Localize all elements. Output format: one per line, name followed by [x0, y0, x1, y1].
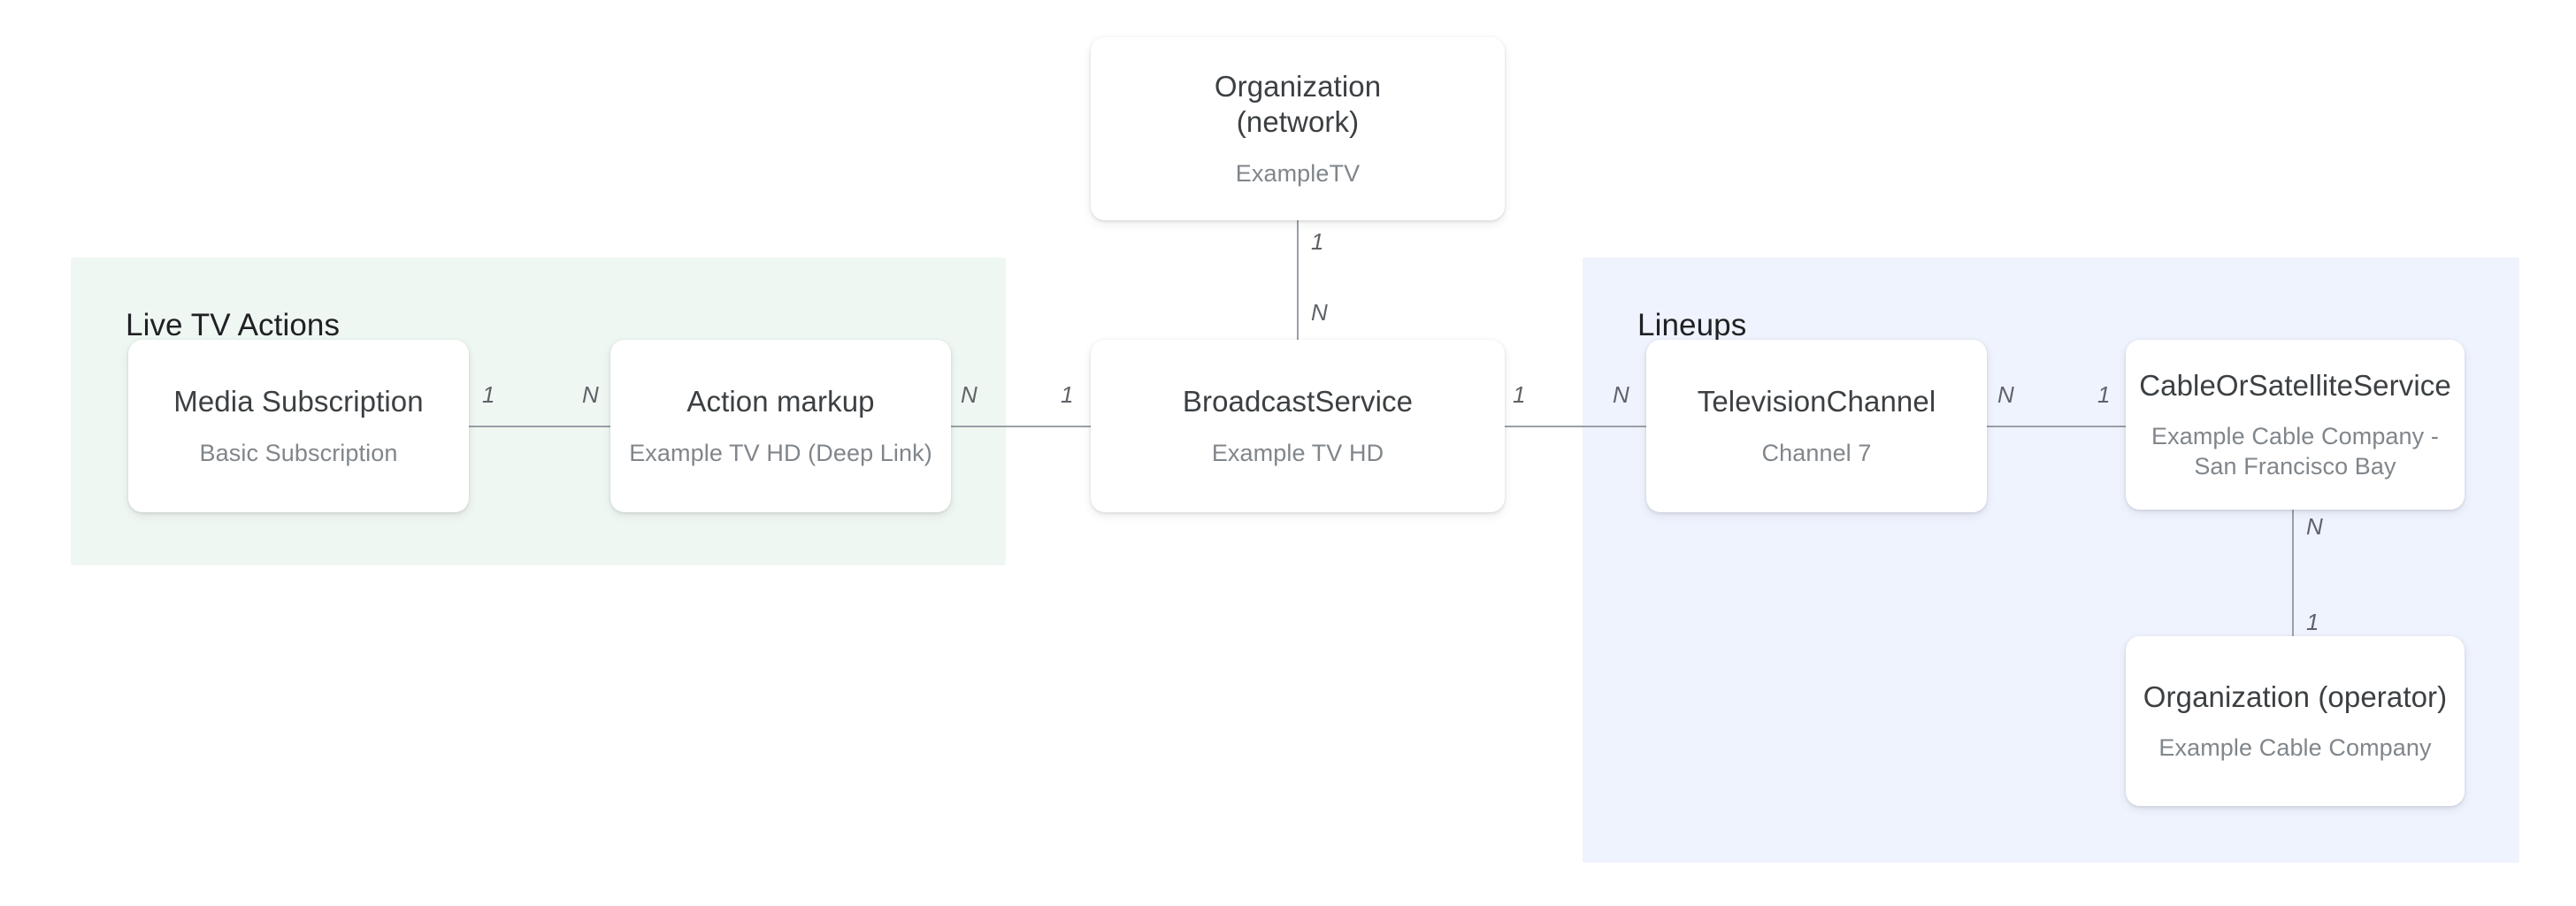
node-organization-network-subtitle: ExampleTV — [1235, 159, 1361, 187]
node-cable-or-satellite-service-title: CableOrSatelliteService — [2139, 368, 2451, 402]
edge-label-cable-or-satellite-service-to-org-operator-from: N — [2306, 513, 2323, 540]
edge-label-television-channel-to-cable-or-satellite-service-to: 1 — [2097, 381, 2111, 408]
node-action-markup-title: Action markup — [686, 385, 875, 418]
edge-label-media-subscription-to-action-markup-to: N — [582, 381, 599, 408]
panel-live-tv-actions-title: Live TV Actions — [126, 308, 341, 342]
node-organization-operator-title: Organization (operator) — [2143, 680, 2448, 713]
node-organization-operator[interactable]: Organization (operator) Example Cable Co… — [2126, 636, 2465, 806]
node-cable-or-satellite-service[interactable]: CableOrSatelliteService Example Cable Co… — [2126, 340, 2465, 510]
node-television-channel[interactable]: TelevisionChannel Channel 7 — [1646, 340, 1987, 512]
edge-label-cable-or-satellite-service-to-org-operator-to: 1 — [2306, 609, 2319, 635]
edge-label-org-network-to-broadcast-service-from: 1 — [1311, 228, 1324, 255]
node-action-markup[interactable]: Action markup Example TV HD (Deep Link) — [610, 340, 951, 512]
edge-broadcast-service-to-television-channel — [1499, 426, 1652, 427]
edge-label-action-markup-to-broadcast-service-from: N — [961, 381, 978, 408]
edge-org-network-to-broadcast-service — [1297, 219, 1299, 340]
node-broadcast-service-subtitle: Example TV HD — [1211, 439, 1384, 466]
node-broadcast-service-title: BroadcastService — [1182, 385, 1414, 418]
edge-action-markup-to-broadcast-service — [947, 426, 1097, 427]
edge-label-org-network-to-broadcast-service-to: N — [1311, 299, 1328, 326]
node-media-subscription-subtitle: Basic Subscription — [199, 439, 398, 466]
edge-label-action-markup-to-broadcast-service-to: 1 — [1061, 381, 1074, 408]
node-broadcast-service[interactable]: BroadcastService Example TV HD — [1091, 340, 1505, 512]
edge-media-subscription-to-action-markup — [467, 426, 616, 427]
node-organization-network[interactable]: Organization (network) ExampleTV — [1091, 37, 1505, 220]
edge-label-media-subscription-to-action-markup-from: 1 — [482, 381, 495, 408]
node-media-subscription[interactable]: Media Subscription Basic Subscription — [128, 340, 469, 512]
node-media-subscription-title: Media Subscription — [173, 385, 424, 418]
node-cable-or-satellite-service-subtitle: Example Cable Company - San Francisco Ba… — [2151, 423, 2439, 480]
edge-cable-or-satellite-service-to-org-operator — [2292, 506, 2294, 639]
edge-label-television-channel-to-cable-or-satellite-service-from: N — [1997, 381, 2014, 408]
node-action-markup-subtitle: Example TV HD (Deep Link) — [629, 439, 932, 466]
edge-television-channel-to-cable-or-satellite-service — [1984, 426, 2133, 427]
node-organization-network-title: Organization (network) — [1214, 70, 1382, 139]
panel-lineups-title: Lineups — [1637, 308, 1747, 342]
node-organization-operator-subtitle: Example Cable Company — [2158, 734, 2432, 762]
node-television-channel-subtitle: Channel 7 — [1761, 439, 1872, 466]
node-television-channel-title: TelevisionChannel — [1697, 385, 1936, 418]
edge-label-broadcast-service-to-television-channel-to: N — [1613, 381, 1629, 408]
edge-label-broadcast-service-to-television-channel-from: 1 — [1513, 381, 1526, 408]
